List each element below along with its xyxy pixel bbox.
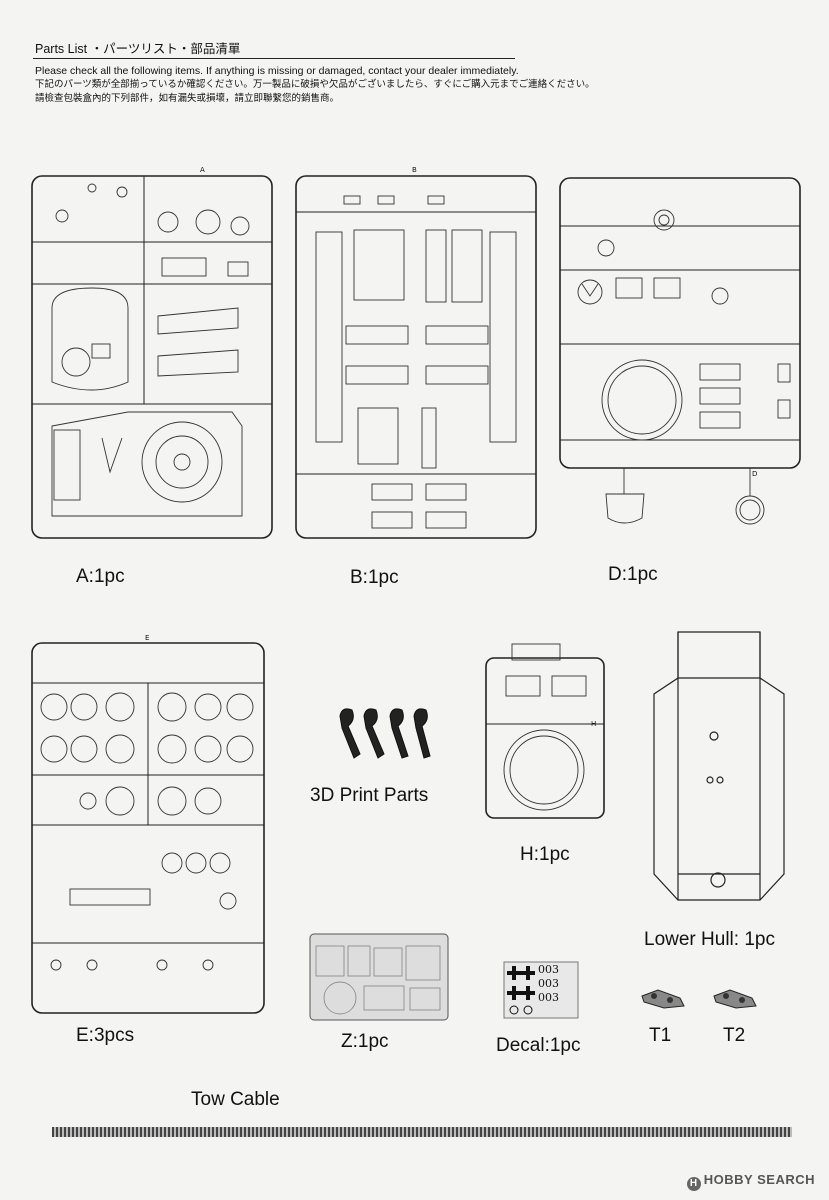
header-rule — [33, 58, 515, 59]
track-link-t1-drawing — [641, 989, 685, 1009]
sprue-b-tag: B — [412, 166, 417, 174]
h-circle-logo-icon: H — [686, 1177, 701, 1191]
lower-hull-drawing — [653, 631, 785, 901]
sprue-d-drawing — [559, 177, 801, 525]
notice-chinese: 請檢查包裝盒內的下列部件，如有漏失或損壞，請立即聯繫您的銷售商。 — [35, 93, 340, 104]
sprue-h-label: H:1pc — [520, 844, 570, 865]
sprue-e-tag: E — [145, 634, 150, 642]
sprue-a-tag: A — [200, 166, 205, 174]
print3d-parts-drawing — [339, 708, 431, 759]
track-link-t2-drawing — [713, 989, 757, 1009]
decal-code: 003 — [538, 977, 559, 990]
tow-cable-label: Tow Cable — [191, 1089, 280, 1110]
sprue-b-drawing — [295, 175, 537, 539]
track-t1-label: T1 — [649, 1025, 672, 1046]
notice-japanese: 下記のパーツ類が全部揃っているか確認ください。万一製品に破損や欠品がございました… — [35, 79, 595, 90]
sprue-e-drawing — [31, 642, 265, 1014]
lower-hull-label: Lower Hull: 1pc — [644, 929, 775, 950]
decal-label: Decal:1pc — [496, 1035, 581, 1056]
sprue-a-drawing — [31, 175, 273, 539]
sprue-z-drawing — [309, 933, 449, 1021]
parts-list-title: Parts List ・パーツリスト・部品清單 — [35, 42, 241, 56]
sprue-h-drawing — [485, 643, 605, 819]
decal-code: 003 — [538, 963, 559, 976]
watermark-text: HOBBY SEARCH — [703, 1172, 815, 1187]
sprue-z-label: Z:1pc — [341, 1031, 389, 1052]
sprue-h-tag: H — [591, 720, 597, 728]
sprue-e-label: E:3pcs — [76, 1025, 135, 1046]
print3d-parts-label: 3D Print Parts — [310, 785, 429, 806]
decal-sheet-drawing — [503, 961, 579, 1019]
sprue-d-label: D:1pc — [608, 564, 658, 585]
track-t2-label: T2 — [723, 1025, 746, 1046]
decal-code: 003 — [538, 991, 559, 1004]
sprue-a-label: A:1pc — [76, 566, 125, 587]
tow-cable-bar — [52, 1127, 792, 1137]
decal-codes: 003 003 003 — [538, 963, 574, 1005]
notice-english: Please check all the following items. If… — [35, 65, 519, 77]
sprue-d-tag: D — [752, 470, 758, 478]
sprue-b-label: B:1pc — [350, 567, 399, 588]
